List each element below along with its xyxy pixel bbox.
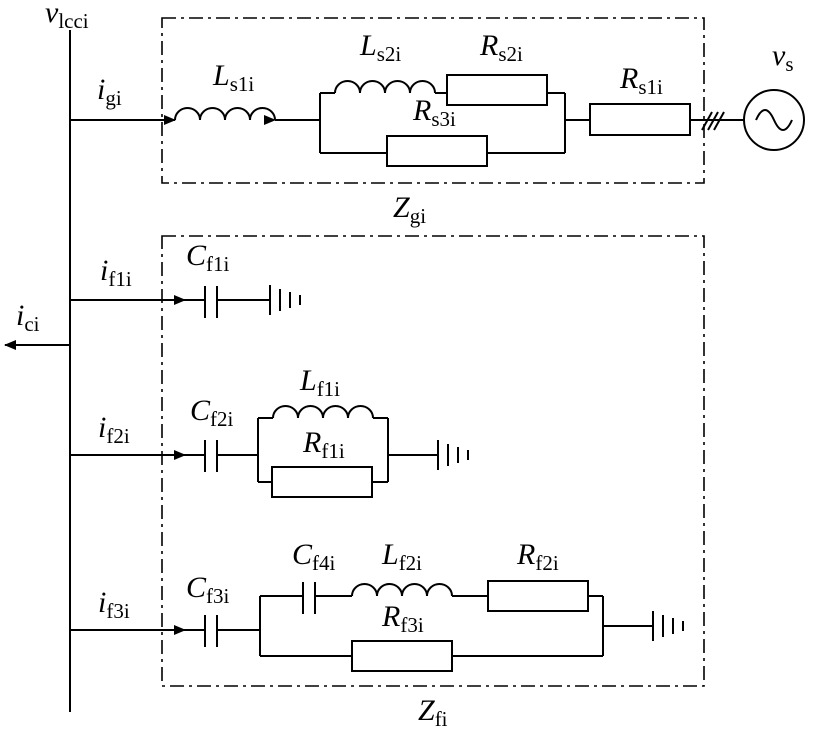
label-r-f1i: Rf1i bbox=[302, 426, 345, 463]
zfi-box bbox=[161, 235, 705, 687]
label-i-f1i: if1i bbox=[100, 254, 132, 291]
label-v-s: vs bbox=[772, 39, 794, 76]
grid-branch bbox=[70, 74, 805, 167]
label-i-gi: igi bbox=[97, 73, 122, 110]
label-r-s2i: Rs2i bbox=[479, 29, 523, 66]
label-c-f2i: Cf2i bbox=[190, 394, 234, 431]
three-phase-mark bbox=[701, 111, 725, 131]
label-l-f2i: Lf2i bbox=[381, 538, 422, 575]
ground-icon bbox=[437, 440, 469, 470]
rf2i-resistor bbox=[487, 580, 589, 612]
rf3i-resistor bbox=[351, 640, 453, 672]
rs2i-resistor bbox=[446, 74, 548, 106]
sine-wave-icon bbox=[755, 109, 793, 131]
label-r-s3i: Rs3i bbox=[412, 94, 456, 131]
zgi-box bbox=[161, 17, 705, 184]
label-c-f4i: Cf4i bbox=[292, 538, 336, 575]
label-c-f3i: Cf3i bbox=[186, 571, 230, 608]
filter-branch-3 bbox=[70, 580, 684, 672]
label-i-f2i: if2i bbox=[98, 411, 130, 448]
filter-branch-2 bbox=[70, 405, 469, 498]
rf1i-resistor bbox=[271, 466, 373, 498]
lf2i-inductor bbox=[351, 583, 453, 597]
label-l-f1i: Lf1i bbox=[299, 364, 340, 401]
ls1i-inductor bbox=[174, 107, 276, 121]
rs3i-resistor bbox=[386, 135, 488, 167]
ls2i-inductor bbox=[334, 80, 436, 94]
label-z-fi: Zfi bbox=[418, 694, 448, 731]
ground-icon bbox=[269, 285, 301, 315]
lf1i-inductor bbox=[272, 405, 374, 419]
voltage-source-icon bbox=[743, 89, 805, 151]
label-i-ci: ici bbox=[16, 299, 40, 336]
label-r-f2i: Rf2i bbox=[516, 538, 559, 575]
filter-branch-1 bbox=[70, 285, 301, 318]
label-c-f1i: Cf1i bbox=[186, 239, 230, 276]
label-l-s2i: Ls2i bbox=[359, 29, 401, 66]
rs1i-resistor bbox=[589, 103, 691, 136]
label-r-f3i: Rf3i bbox=[381, 600, 424, 637]
ground-icon bbox=[652, 611, 684, 641]
label-l-s1i: Ls1i bbox=[212, 59, 254, 96]
label-v-lcci: vlcci bbox=[45, 0, 89, 33]
label-r-s1i: Rs1i bbox=[619, 62, 663, 99]
label-i-f3i: if3i bbox=[98, 586, 130, 623]
label-z-gi: Zgi bbox=[393, 191, 426, 228]
